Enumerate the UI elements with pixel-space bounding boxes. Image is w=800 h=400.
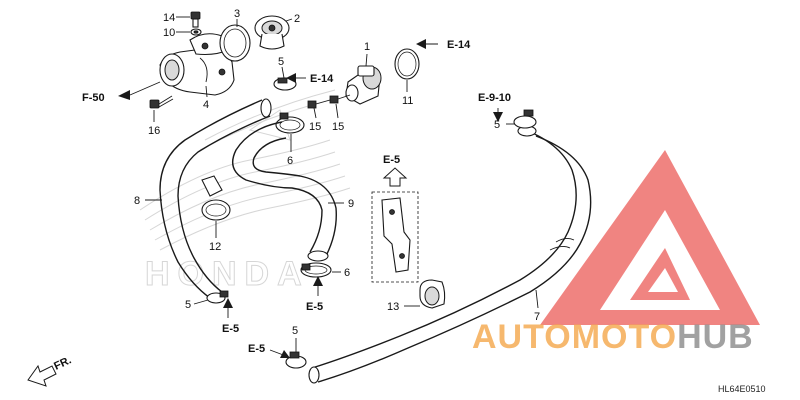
bolt-16 <box>149 95 174 109</box>
ref-e14-right: E-14 <box>447 39 471 51</box>
fr-label: FR. <box>52 354 73 372</box>
part-number-12: 12 <box>209 241 221 253</box>
ref-e9-10: E-9-10 <box>478 92 511 104</box>
hose-clamp-13 <box>419 279 446 309</box>
bolt-15-right <box>329 94 351 104</box>
front-direction-arrow: FR. <box>27 354 73 387</box>
part-number-7: 7 <box>534 311 540 323</box>
hose-clamp-6-upper <box>275 112 305 134</box>
watermark-brand-part1: AUTOMOTO <box>472 318 677 356</box>
ref-e5-left: E-5 <box>222 323 239 335</box>
ref-e14-center: E-14 <box>310 73 334 85</box>
water-hose-7 <box>311 125 592 383</box>
part-number-8: 8 <box>134 195 140 207</box>
hose-bracket <box>371 191 419 283</box>
bolt-14 <box>190 11 201 28</box>
hose-clamp-5-bottom <box>285 351 320 384</box>
leader-lines <box>145 16 539 352</box>
water-hose-9 <box>232 121 337 262</box>
part-number-13: 13 <box>387 301 399 313</box>
reference-labels: F-50 E-14 E-14 E-9-10 E-5 E-5 E-5 E-5 <box>82 39 511 355</box>
part-number-15-right: 15 <box>332 121 344 133</box>
water-hose-8 <box>159 98 272 299</box>
hose-clamp-5-upper <box>273 77 297 91</box>
part-number-9: 9 <box>348 198 354 210</box>
part-number-5-left: 5 <box>185 299 191 311</box>
part-number-5-upper: 5 <box>278 56 284 68</box>
background-brand-text: HONDA <box>145 255 310 293</box>
o-ring-3 <box>219 24 251 62</box>
thermostat-housing-cover <box>159 33 235 96</box>
hose-clamp-6-lower <box>300 262 332 278</box>
part-number-16: 16 <box>148 125 160 137</box>
part-number-11: 11 <box>402 95 413 107</box>
diagram-code: HL64E0510 <box>718 384 766 394</box>
svg-text:AUTOMOTOHUB: AUTOMOTOHUB <box>472 318 754 356</box>
ref-f50: F-50 <box>82 92 105 104</box>
part-number-2: 2 <box>294 13 300 25</box>
part-number-3: 3 <box>234 8 240 20</box>
part-number-4: 4 <box>203 99 209 111</box>
o-ring-11 <box>394 48 420 80</box>
reference-arrows <box>118 39 503 358</box>
part-number-10: 10 <box>163 27 175 39</box>
part-number-15-left: 15 <box>309 121 321 133</box>
part-number-labels: 14 10 3 2 4 16 5 1 11 15 15 6 8 9 12 6 5… <box>134 8 540 337</box>
ref-e5-bracket: E-5 <box>383 154 400 166</box>
part-number-5-bottom: 5 <box>292 325 298 337</box>
ref-e5-bottom: E-5 <box>248 343 265 355</box>
bolt-15-left <box>307 99 331 109</box>
part-number-6-upper: 6 <box>287 155 293 167</box>
bracket-up-arrow <box>382 167 408 187</box>
water-joint-1 <box>345 65 382 105</box>
watermark-brand-part2: HUB <box>677 318 754 356</box>
part-number-14: 14 <box>163 12 175 24</box>
thermostat-2 <box>254 15 290 50</box>
hose-clamp-12 <box>201 175 231 221</box>
part-number-5-right: 5 <box>494 119 500 131</box>
watermark-triangle-logo <box>540 150 760 325</box>
hose-clamp-5-right <box>513 109 537 129</box>
ref-e5-center: E-5 <box>306 301 323 313</box>
part-number-1: 1 <box>364 41 370 53</box>
part-number-6-lower: 6 <box>344 267 350 279</box>
watermark-brand: AUTOMOTOHUB <box>472 318 754 356</box>
washer-10 <box>190 28 202 36</box>
hose-clamp-5-left <box>206 290 229 304</box>
